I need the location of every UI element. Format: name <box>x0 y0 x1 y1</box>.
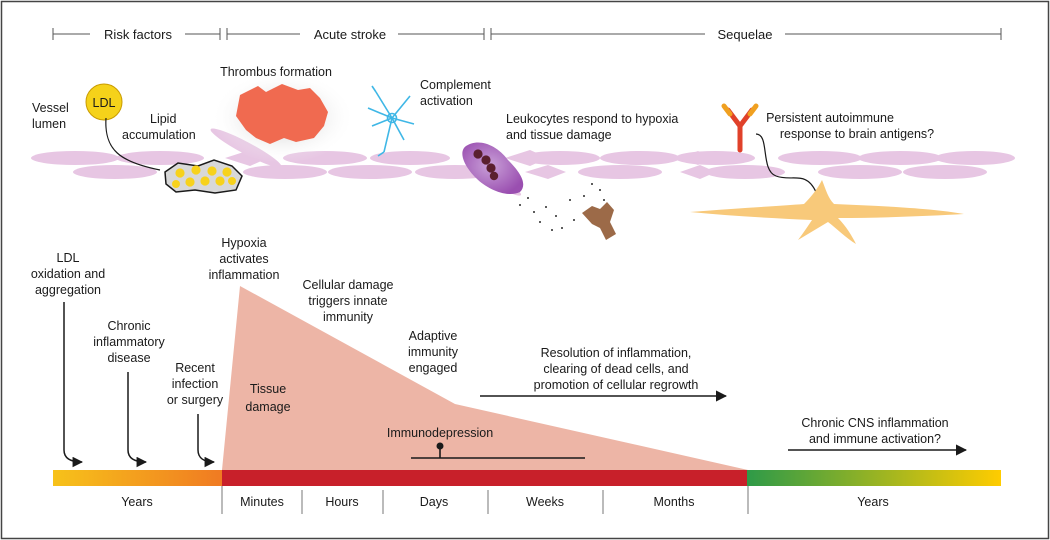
immunodepression-marker <box>411 442 585 459</box>
vessel-lumen-label-1: Vessel <box>32 101 69 115</box>
lipid-accumulation-label-2: accumulation <box>122 128 196 142</box>
timeline-label-hours: Hours <box>325 495 358 509</box>
vessel-lumen-label-2: lumen <box>32 117 66 131</box>
chronic-inflammatory-label-1: Chronic <box>107 319 150 333</box>
ldl-particle: LDL <box>85 83 123 121</box>
timeline-label-years-2: Years <box>857 495 889 509</box>
phase-risk-factors: Risk factors <box>104 27 172 42</box>
resolution-label-3: promotion of cellular regrowth <box>534 378 699 392</box>
timeline-label-years-1: Years <box>121 495 153 509</box>
chronic-inflammatory-arrow <box>127 372 148 468</box>
dead-cell-debris <box>582 202 616 240</box>
thrombus <box>236 84 328 144</box>
recent-infection-label-2: infection <box>172 377 219 391</box>
lipid-pointer-line <box>105 117 161 171</box>
timeline-bar-risk <box>53 470 223 486</box>
ldl-oxidation-label-1: LDL <box>57 251 80 265</box>
lipid-accumulation-label-1: Lipid <box>150 112 176 126</box>
antibody <box>721 103 759 153</box>
timeline-label-weeks: Weeks <box>526 495 564 509</box>
timeline-label-minutes: Minutes <box>240 495 284 509</box>
complement-label-2: activation <box>420 94 473 108</box>
hypoxia-label-3: inflammation <box>209 268 280 282</box>
autoimmune-label-2: response to brain antigens? <box>780 127 934 141</box>
timeline-dividers <box>221 486 749 514</box>
timeline-bar-acute <box>222 470 748 486</box>
debris-particles <box>519 183 605 231</box>
tissue-damage-label-1: Tissue <box>250 382 286 396</box>
chronic-inflammatory-label-2: inflammatory <box>93 335 165 349</box>
complement-label-1: Complement <box>420 78 491 92</box>
cellular-damage-label-2: triggers innate <box>308 294 387 308</box>
phase-headers <box>52 28 1002 40</box>
inflammation-triangle <box>222 286 748 470</box>
phase-acute-stroke: Acute stroke <box>314 27 386 42</box>
vessel-wall <box>31 128 1015 196</box>
autoimmune-label-1: Persistent autoimmune <box>766 111 894 125</box>
chronic-inflammatory-label-3: disease <box>107 351 150 365</box>
adaptive-immunity-label-1: Adaptive <box>409 329 458 343</box>
adaptive-immunity-label-3: engaged <box>409 361 458 375</box>
complement-complex <box>367 85 415 157</box>
hypoxia-label-1: Hypoxia <box>221 236 266 250</box>
chronic-cns-label-2: and immune activation? <box>809 432 941 446</box>
leukocytes-label-2: and tissue damage <box>506 128 612 142</box>
adaptive-immunity-label-2: immunity <box>408 345 459 359</box>
neuron <box>690 180 964 244</box>
tissue-damage-label-2: damage <box>245 400 290 414</box>
leukocytes-label-1: Leukocytes respond to hypoxia <box>506 112 678 126</box>
timeline-label-months: Months <box>654 495 695 509</box>
immunodepression-label: Immunodepression <box>387 426 493 440</box>
ldl-label: LDL <box>93 96 116 110</box>
resolution-label-1: Resolution of inflammation, <box>541 346 692 360</box>
ldl-oxidation-label-3: aggregation <box>35 283 101 297</box>
ldl-oxidation-label-2: oxidation and <box>31 267 105 281</box>
leukocyte-cell <box>462 142 524 195</box>
cellular-damage-label-3: immunity <box>323 310 374 324</box>
antibody-pointer-line <box>755 133 817 193</box>
resolution-label-2: clearing of dead cells, and <box>543 362 688 376</box>
ldl-oxidation-arrow <box>63 302 84 468</box>
recent-infection-label-3: or surgery <box>167 393 224 407</box>
recent-infection-arrow <box>197 414 216 468</box>
hypoxia-label-2: activates <box>219 252 268 266</box>
phase-sequelae: Sequelae <box>718 27 773 42</box>
recent-infection-label-1: Recent <box>175 361 215 375</box>
lipid-plaque <box>164 159 243 194</box>
cellular-damage-label-1: Cellular damage <box>302 278 393 292</box>
timeline-bar-sequelae <box>747 470 1001 486</box>
timeline-label-days: Days <box>420 495 448 509</box>
chronic-cns-label-1: Chronic CNS inflammation <box>801 416 948 430</box>
